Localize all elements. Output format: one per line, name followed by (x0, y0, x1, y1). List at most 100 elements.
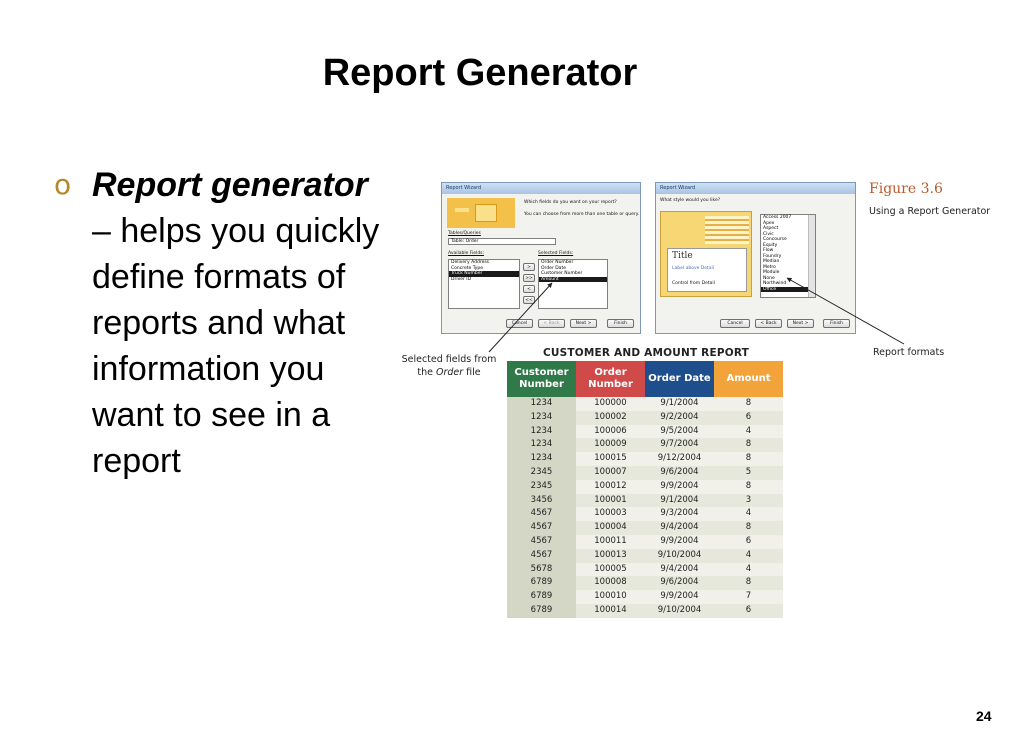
style-list-item[interactable]: Equity (763, 242, 778, 248)
report-cell: 100015 (576, 452, 645, 466)
selected-field-item[interactable]: Order Number (541, 260, 574, 265)
style-list-item[interactable]: Apex (763, 220, 775, 226)
report-cell: 9/2/2004 (645, 410, 714, 425)
report-cell: 4 (714, 562, 783, 577)
tables-label: Tables/Queries (448, 231, 481, 236)
cancel-button[interactable]: Cancel (720, 319, 750, 328)
report-cell: 4567 (507, 507, 576, 522)
next-button[interactable]: Next > (570, 319, 597, 328)
style-list-item[interactable]: None (763, 275, 775, 281)
report-cell: 5678 (507, 562, 576, 577)
available-fields-label: Available Fields: (448, 251, 485, 256)
report-cell: 6 (714, 534, 783, 549)
style-list-item[interactable]: Foundry (763, 253, 782, 259)
finish-button[interactable]: Finish (607, 319, 634, 328)
report-cell: 6789 (507, 576, 576, 591)
available-field-item[interactable]: Truck Number (449, 271, 519, 277)
report-cell: 3 (714, 493, 783, 508)
wizard-hint: You can choose from more than one table … (524, 212, 640, 217)
report-cell: 9/7/2004 (645, 438, 714, 453)
report-cell: 6789 (507, 590, 576, 604)
style-list-scrollbar[interactable] (808, 215, 815, 297)
report-column-header: Order Number (576, 361, 645, 397)
report-cell: 100010 (576, 590, 645, 604)
add-field-button[interactable]: > (523, 263, 535, 271)
report-cell: 1234 (507, 410, 576, 425)
remove-field-button[interactable]: < (523, 285, 535, 293)
bullet-term: Report generator (92, 166, 368, 204)
report-cell: 100008 (576, 576, 645, 591)
report-cell: 8 (714, 521, 783, 535)
callout-selected-fields: Selected fields from the Order file (401, 354, 497, 378)
report-cell: 9/4/2004 (645, 521, 714, 535)
cancel-button[interactable]: Cancel (506, 319, 533, 328)
report-cell: 4567 (507, 521, 576, 535)
back-button[interactable]: < Back (538, 319, 565, 328)
report-cell: 3456 (507, 493, 576, 508)
style-list-item[interactable]: Median (763, 259, 780, 264)
report-column-header: Order Date (645, 361, 714, 397)
selected-field-item[interactable]: Order Date (541, 265, 566, 271)
available-field-item[interactable]: Delivery Address (451, 260, 490, 265)
report-cell: 9/6/2004 (645, 465, 714, 480)
figure-label: Figure 3.6 (869, 181, 943, 197)
style-list-item[interactable]: Office (761, 286, 815, 292)
available-field-item[interactable]: Concrete Type (451, 265, 484, 271)
report-cell: 9/9/2004 (645, 479, 714, 494)
wizard-title: Report Wizard (656, 183, 855, 194)
style-list-item[interactable]: Aspect (763, 226, 779, 231)
selected-field-item[interactable]: Amount (539, 276, 607, 282)
wizard-title: Report Wizard (442, 183, 640, 194)
report-cell: 100007 (576, 465, 645, 480)
tables-combo[interactable]: Table: Order (448, 238, 556, 245)
report-cell: 8 (714, 438, 783, 453)
next-button[interactable]: Next > (787, 319, 814, 328)
report-cell: 7 (714, 590, 783, 604)
wizard-question: Which fields do you want on your report? (524, 200, 617, 205)
style-list-item[interactable]: Flow (763, 248, 774, 253)
available-field-item[interactable]: Driver ID (451, 276, 472, 282)
bullet-description: – helps you quickly define formats of re… (92, 212, 380, 480)
style-list-item[interactable]: Concourse (763, 237, 787, 242)
back-button[interactable]: < Back (755, 319, 782, 328)
report-cell: 9/10/2004 (645, 548, 714, 563)
selected-field-item[interactable]: Customer Number (541, 271, 583, 276)
slide-title: Report Generator (322, 52, 638, 94)
report-cell: 100003 (576, 507, 645, 522)
style-list-item[interactable]: Module (763, 270, 780, 275)
report-cell: 100011 (576, 534, 645, 549)
report-cell: 8 (714, 576, 783, 591)
style-list-item[interactable]: Access 2007 (763, 215, 792, 220)
remove-all-fields-button[interactable]: << (523, 296, 535, 304)
report-cell: 2345 (507, 465, 576, 480)
report-title: CUSTOMER AND AMOUNT REPORT (543, 347, 750, 359)
report-cell: 100013 (576, 548, 645, 563)
report-cell: 9/1/2004 (645, 397, 714, 411)
report-cell: 1234 (507, 438, 576, 453)
finish-button[interactable]: Finish (823, 319, 850, 328)
report-cell: 5 (714, 465, 783, 480)
report-wizard-style-window: Report Wizard What style would you like?… (655, 182, 856, 334)
report-cell: 100006 (576, 424, 645, 439)
style-list-item[interactable]: Metro (763, 264, 776, 270)
style-list-item[interactable]: Civic (763, 231, 774, 237)
report-cell: 8 (714, 452, 783, 466)
style-list-item[interactable]: Northwind (763, 281, 787, 286)
report-cell: 100012 (576, 479, 645, 494)
report-cell: 9/12/2004 (645, 452, 714, 466)
report-cell: 4567 (507, 534, 576, 549)
add-all-fields-button[interactable]: >> (523, 274, 535, 282)
